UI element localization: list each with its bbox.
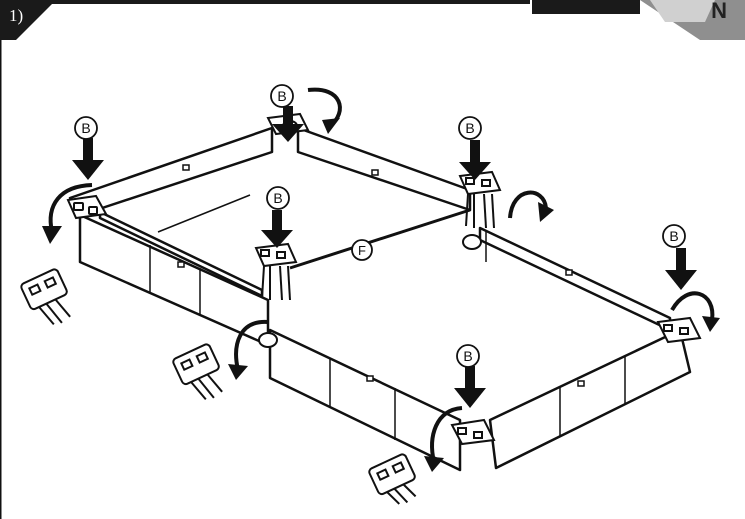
corner-logo: [532, 0, 745, 40]
corner-joint-front-right: [656, 316, 702, 344]
front-right-rail: [488, 328, 692, 470]
rail-details: [149, 194, 626, 440]
back-left-rail: [68, 126, 274, 216]
down-arrow-icon: [261, 210, 293, 248]
bed-frame: [68, 126, 692, 472]
corner-joint-back-left: [66, 194, 108, 220]
down-arrow-icon: [665, 248, 697, 290]
corner-joint-front-left: [258, 332, 278, 348]
inner-right-rail: [478, 226, 672, 332]
logo-letter: N: [711, 0, 727, 23]
center-rod: [289, 208, 471, 270]
callout-texts: B B B B B B F: [81, 88, 678, 364]
attached-clip-right: [458, 170, 502, 229]
rotate-arrows: [48, 87, 715, 463]
attached-clip-center: [254, 242, 298, 301]
callout-label-b: B: [273, 190, 282, 206]
rotate-arrow-icon: [670, 291, 715, 321]
down-arrows: [72, 106, 697, 408]
down-arrow-icon: [272, 106, 304, 142]
connector-clip-icon: [20, 268, 71, 326]
back-right-rail: [296, 126, 472, 212]
rotate-arrow-heads: [42, 118, 720, 472]
rotate-arrow-icon: [508, 190, 548, 219]
callout-label-b: B: [669, 228, 678, 244]
down-arrow-icon: [454, 366, 486, 408]
down-arrow-icon: [72, 138, 104, 180]
attached-clips: [254, 170, 502, 301]
callout-label-b: B: [81, 120, 90, 136]
callout-label-f: F: [358, 243, 366, 258]
connector-clip-icon: [368, 453, 417, 505]
step-tab-shape: [0, 0, 56, 40]
callout-circles: [74, 84, 686, 368]
callout-label-b: B: [277, 88, 286, 104]
rotate-arrow-icon: [48, 183, 93, 233]
corner-joint-right-mid: [462, 234, 482, 250]
rail-markers: [177, 164, 585, 387]
loose-clips: [20, 268, 417, 505]
front-center-rail: [268, 328, 462, 472]
rotate-arrow-icon: [234, 319, 269, 371]
rotate-arrow-icon: [430, 406, 463, 463]
callout-label-b: B: [465, 120, 474, 136]
step-number: 1): [9, 6, 24, 25]
corner-joint-front-center: [450, 418, 496, 446]
down-arrow-icon: [459, 140, 491, 180]
header-band: [0, 0, 530, 4]
connector-clip-icon: [172, 343, 223, 401]
callout-label-b: B: [463, 348, 472, 364]
